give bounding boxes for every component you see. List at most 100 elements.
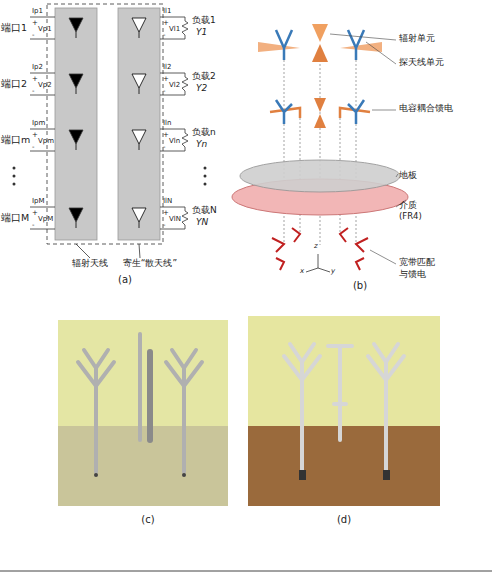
label: (d) bbox=[337, 514, 351, 525]
label: Vp1 bbox=[38, 26, 52, 34]
label: 与馈电 bbox=[399, 270, 426, 279]
label: - bbox=[163, 88, 166, 96]
photo-c bbox=[58, 320, 228, 506]
label: y bbox=[331, 268, 335, 276]
label: Ipm bbox=[32, 120, 45, 128]
label: VlN bbox=[169, 216, 181, 224]
label: Il2 bbox=[163, 64, 171, 72]
port-wire bbox=[30, 73, 55, 74]
axes bbox=[306, 254, 330, 272]
alignment-lines bbox=[284, 60, 356, 245]
label: Y2 bbox=[196, 84, 207, 94]
label: 端口M bbox=[1, 213, 29, 223]
port-wire bbox=[30, 17, 55, 18]
resistor-symbol bbox=[182, 129, 188, 151]
label: VpM bbox=[38, 216, 53, 224]
resistor-symbol bbox=[182, 73, 188, 95]
radiating-element bbox=[258, 24, 382, 62]
parasitic-symbol bbox=[132, 18, 146, 32]
label: 宽带匹配 bbox=[399, 258, 435, 267]
label: - bbox=[32, 144, 35, 152]
label: Il1 bbox=[163, 8, 171, 16]
leader-line bbox=[76, 244, 90, 258]
label: Vl1 bbox=[169, 26, 180, 34]
label: 辐射单元 bbox=[399, 34, 435, 43]
label: - bbox=[163, 144, 166, 152]
load-wire bbox=[160, 73, 185, 74]
label: Vl2 bbox=[169, 82, 180, 90]
antenna-symbol bbox=[69, 208, 83, 222]
radiating-bar bbox=[55, 8, 97, 240]
label: + bbox=[163, 20, 169, 28]
label: + bbox=[32, 76, 38, 84]
label: (a) bbox=[118, 274, 132, 285]
label: + bbox=[32, 210, 38, 218]
schematic bbox=[13, 4, 207, 258]
label: Ip2 bbox=[32, 64, 43, 72]
photo-d bbox=[248, 316, 440, 506]
parasitic-symbol bbox=[132, 208, 146, 222]
load-wire bbox=[160, 207, 185, 208]
label: 负载N bbox=[192, 206, 217, 216]
label: z bbox=[314, 243, 318, 251]
leader-lines bbox=[330, 34, 406, 264]
label: + bbox=[163, 132, 169, 140]
label: Ip1 bbox=[32, 8, 43, 16]
label: Vp2 bbox=[38, 82, 52, 90]
label: - bbox=[163, 32, 166, 40]
label: (b) bbox=[353, 280, 367, 291]
label: YN bbox=[196, 218, 208, 228]
antenna-symbol bbox=[69, 74, 83, 88]
leader-line bbox=[139, 244, 140, 258]
label: Vpm bbox=[38, 138, 54, 146]
port-wire bbox=[30, 129, 55, 130]
load-wire bbox=[160, 129, 185, 130]
label: (FR4) bbox=[399, 212, 422, 221]
label: + bbox=[32, 132, 38, 140]
label: IlN bbox=[163, 198, 172, 206]
exploded-view bbox=[232, 24, 408, 272]
label: - bbox=[163, 222, 166, 230]
label: 介质 bbox=[399, 201, 417, 210]
label: - bbox=[32, 32, 35, 40]
label: (c) bbox=[141, 514, 154, 525]
label: 端口2 bbox=[1, 79, 27, 89]
label: 寄生“散天线” bbox=[123, 259, 177, 269]
dashed-frame bbox=[47, 4, 163, 244]
label: IpM bbox=[32, 198, 45, 206]
label: 负载n bbox=[192, 128, 216, 138]
label: 端口1 bbox=[1, 23, 27, 33]
port-wire bbox=[30, 207, 55, 208]
resistor-symbol bbox=[182, 17, 188, 39]
label: + bbox=[32, 20, 38, 28]
label: Y1 bbox=[196, 28, 207, 38]
parasitic-symbol bbox=[132, 74, 146, 88]
label: + bbox=[163, 76, 169, 84]
feed-network bbox=[272, 228, 368, 270]
parasitic-symbol bbox=[132, 130, 146, 144]
label: 辐射天线 bbox=[72, 259, 108, 269]
antenna-symbol bbox=[69, 130, 83, 144]
load-wire bbox=[160, 17, 185, 18]
label: 探天线单元 bbox=[399, 58, 444, 67]
resistor-symbol bbox=[182, 207, 188, 229]
label: x bbox=[300, 268, 304, 276]
label: Iln bbox=[163, 120, 171, 128]
label: - bbox=[32, 222, 35, 230]
ellipsis-dots bbox=[13, 167, 207, 186]
label: + bbox=[163, 210, 169, 218]
label: - bbox=[32, 88, 35, 96]
label: 端口m bbox=[1, 135, 30, 145]
label: Yn bbox=[196, 140, 207, 150]
parasitic-bar bbox=[118, 8, 160, 240]
label: Vln bbox=[169, 138, 180, 146]
ground-plane bbox=[240, 160, 400, 192]
capacitive-feed bbox=[270, 98, 370, 128]
label: 负载1 bbox=[192, 16, 216, 26]
antenna-symbol bbox=[69, 18, 83, 32]
rule-line bbox=[0, 571, 492, 572]
label: 负载2 bbox=[192, 72, 216, 82]
label: 电容耦合馈电 bbox=[399, 104, 453, 113]
label: 地板 bbox=[399, 171, 417, 180]
